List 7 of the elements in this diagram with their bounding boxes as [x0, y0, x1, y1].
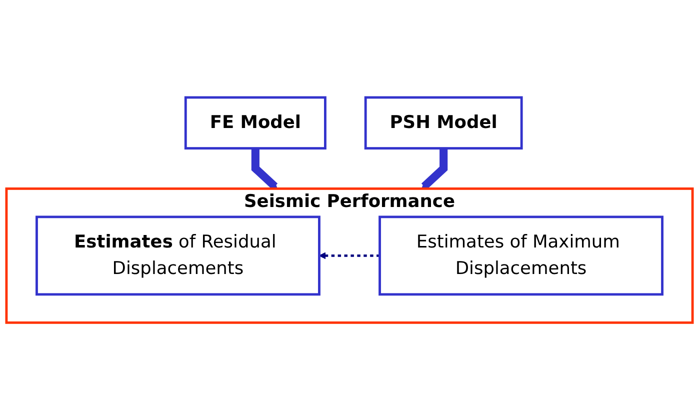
node-box: FE Model [184, 96, 326, 150]
arrow [318, 252, 380, 260]
arrow [251, 148, 278, 190]
arrow [421, 148, 448, 190]
node-box: PSH Model [364, 96, 523, 150]
node-box: Estimates of Residual Displacements [36, 216, 320, 296]
node-box: Estimates of Maximum Displacements [378, 216, 664, 296]
